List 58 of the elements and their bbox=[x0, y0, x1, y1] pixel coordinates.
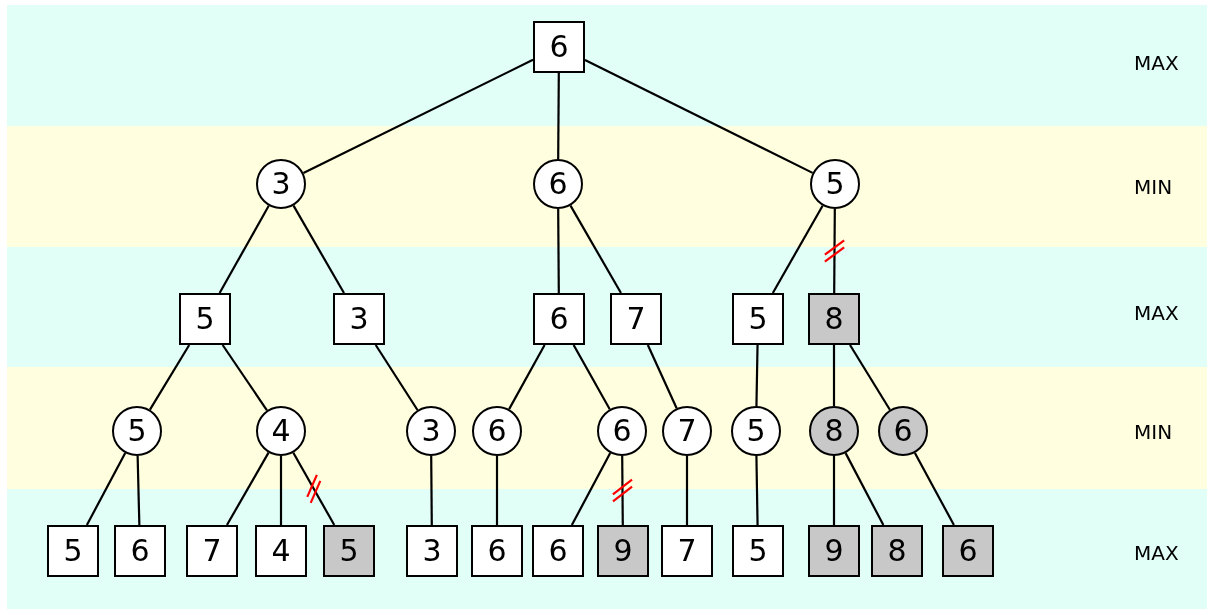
tree-edge bbox=[495, 456, 499, 525]
max-node-box: 8 bbox=[871, 525, 923, 577]
tree-edge bbox=[508, 344, 546, 410]
tree-edge bbox=[557, 73, 560, 159]
max-node-box: 6 bbox=[471, 525, 523, 577]
max-node-box: 7 bbox=[186, 525, 238, 577]
max-node-box: 5 bbox=[179, 293, 231, 345]
max-node-box: 3 bbox=[406, 525, 458, 577]
tree-edge bbox=[685, 456, 689, 525]
tree-edge bbox=[755, 456, 759, 525]
tree-edge bbox=[430, 456, 433, 525]
tree-edge bbox=[584, 58, 814, 174]
tree-edge bbox=[832, 345, 836, 406]
tree-edge bbox=[771, 205, 824, 294]
max-node-box: 6 bbox=[533, 293, 585, 345]
level-label: MAX bbox=[1134, 541, 1179, 565]
max-node-box: 7 bbox=[661, 525, 713, 577]
tree-edge bbox=[302, 58, 534, 174]
tree-edge bbox=[849, 344, 891, 411]
max-node-box: 6 bbox=[942, 525, 994, 577]
max-node-box: 5 bbox=[732, 525, 784, 577]
tree-edge bbox=[755, 344, 759, 406]
tree-edge bbox=[833, 209, 836, 293]
tree-edge bbox=[832, 456, 836, 525]
max-node-box: 8 bbox=[808, 293, 860, 345]
max-node-box: 6 bbox=[114, 525, 166, 577]
tree-edge bbox=[218, 205, 270, 294]
level-label: MAX bbox=[1134, 301, 1179, 325]
tree-edge bbox=[844, 452, 885, 526]
tree-edge bbox=[557, 209, 560, 293]
level-label: MIN bbox=[1134, 175, 1173, 199]
max-node-box: 7 bbox=[610, 293, 662, 345]
tree-edge bbox=[279, 456, 283, 525]
max-node-box: 6 bbox=[533, 21, 585, 73]
tree-edge bbox=[913, 452, 955, 526]
tree-edge bbox=[292, 452, 336, 526]
tree-edge bbox=[570, 452, 612, 526]
tree-edge bbox=[374, 344, 419, 411]
max-node-box: 5 bbox=[732, 293, 784, 345]
max-node-box: 4 bbox=[255, 525, 307, 577]
max-node-box: 9 bbox=[597, 525, 649, 577]
tree-edge bbox=[572, 344, 611, 410]
max-node-box: 5 bbox=[323, 525, 375, 577]
tree-edge bbox=[85, 452, 127, 526]
level-label: MAX bbox=[1134, 51, 1179, 75]
max-node-box: 6 bbox=[532, 525, 584, 577]
max-node-box: 9 bbox=[808, 525, 860, 577]
max-node-box: 5 bbox=[47, 525, 99, 577]
tree-edge bbox=[569, 205, 622, 294]
tree-edge bbox=[221, 344, 268, 411]
tree-edge bbox=[621, 456, 624, 525]
tree-edge bbox=[149, 344, 191, 411]
max-node-box: 3 bbox=[333, 293, 385, 345]
tree-edge bbox=[226, 452, 270, 526]
tree-edge bbox=[292, 205, 345, 294]
tree-edge bbox=[136, 455, 141, 526]
level-label: MIN bbox=[1134, 420, 1173, 444]
tree-edge bbox=[646, 344, 678, 409]
